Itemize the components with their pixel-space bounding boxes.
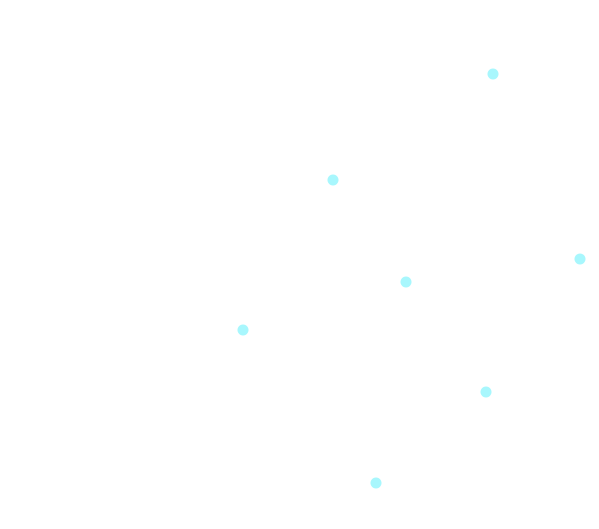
dot [237,324,249,336]
dot [400,276,412,288]
dot [480,386,492,398]
dot [327,174,339,186]
dot [370,477,382,489]
dot [487,68,499,80]
dot [574,253,586,265]
